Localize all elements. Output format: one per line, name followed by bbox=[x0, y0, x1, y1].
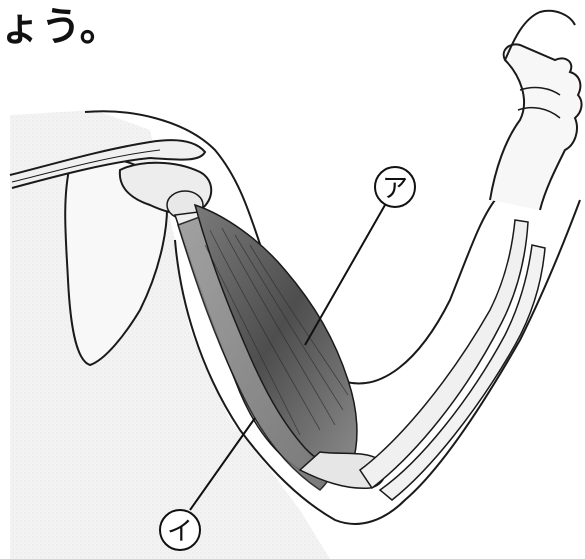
label-a-leader bbox=[305, 205, 385, 345]
label-a: ア bbox=[375, 167, 415, 207]
label-i: イ bbox=[160, 510, 200, 550]
label-a-text: ア bbox=[382, 174, 408, 204]
label-i-text: イ bbox=[167, 517, 193, 547]
hand-outline bbox=[490, 44, 582, 210]
